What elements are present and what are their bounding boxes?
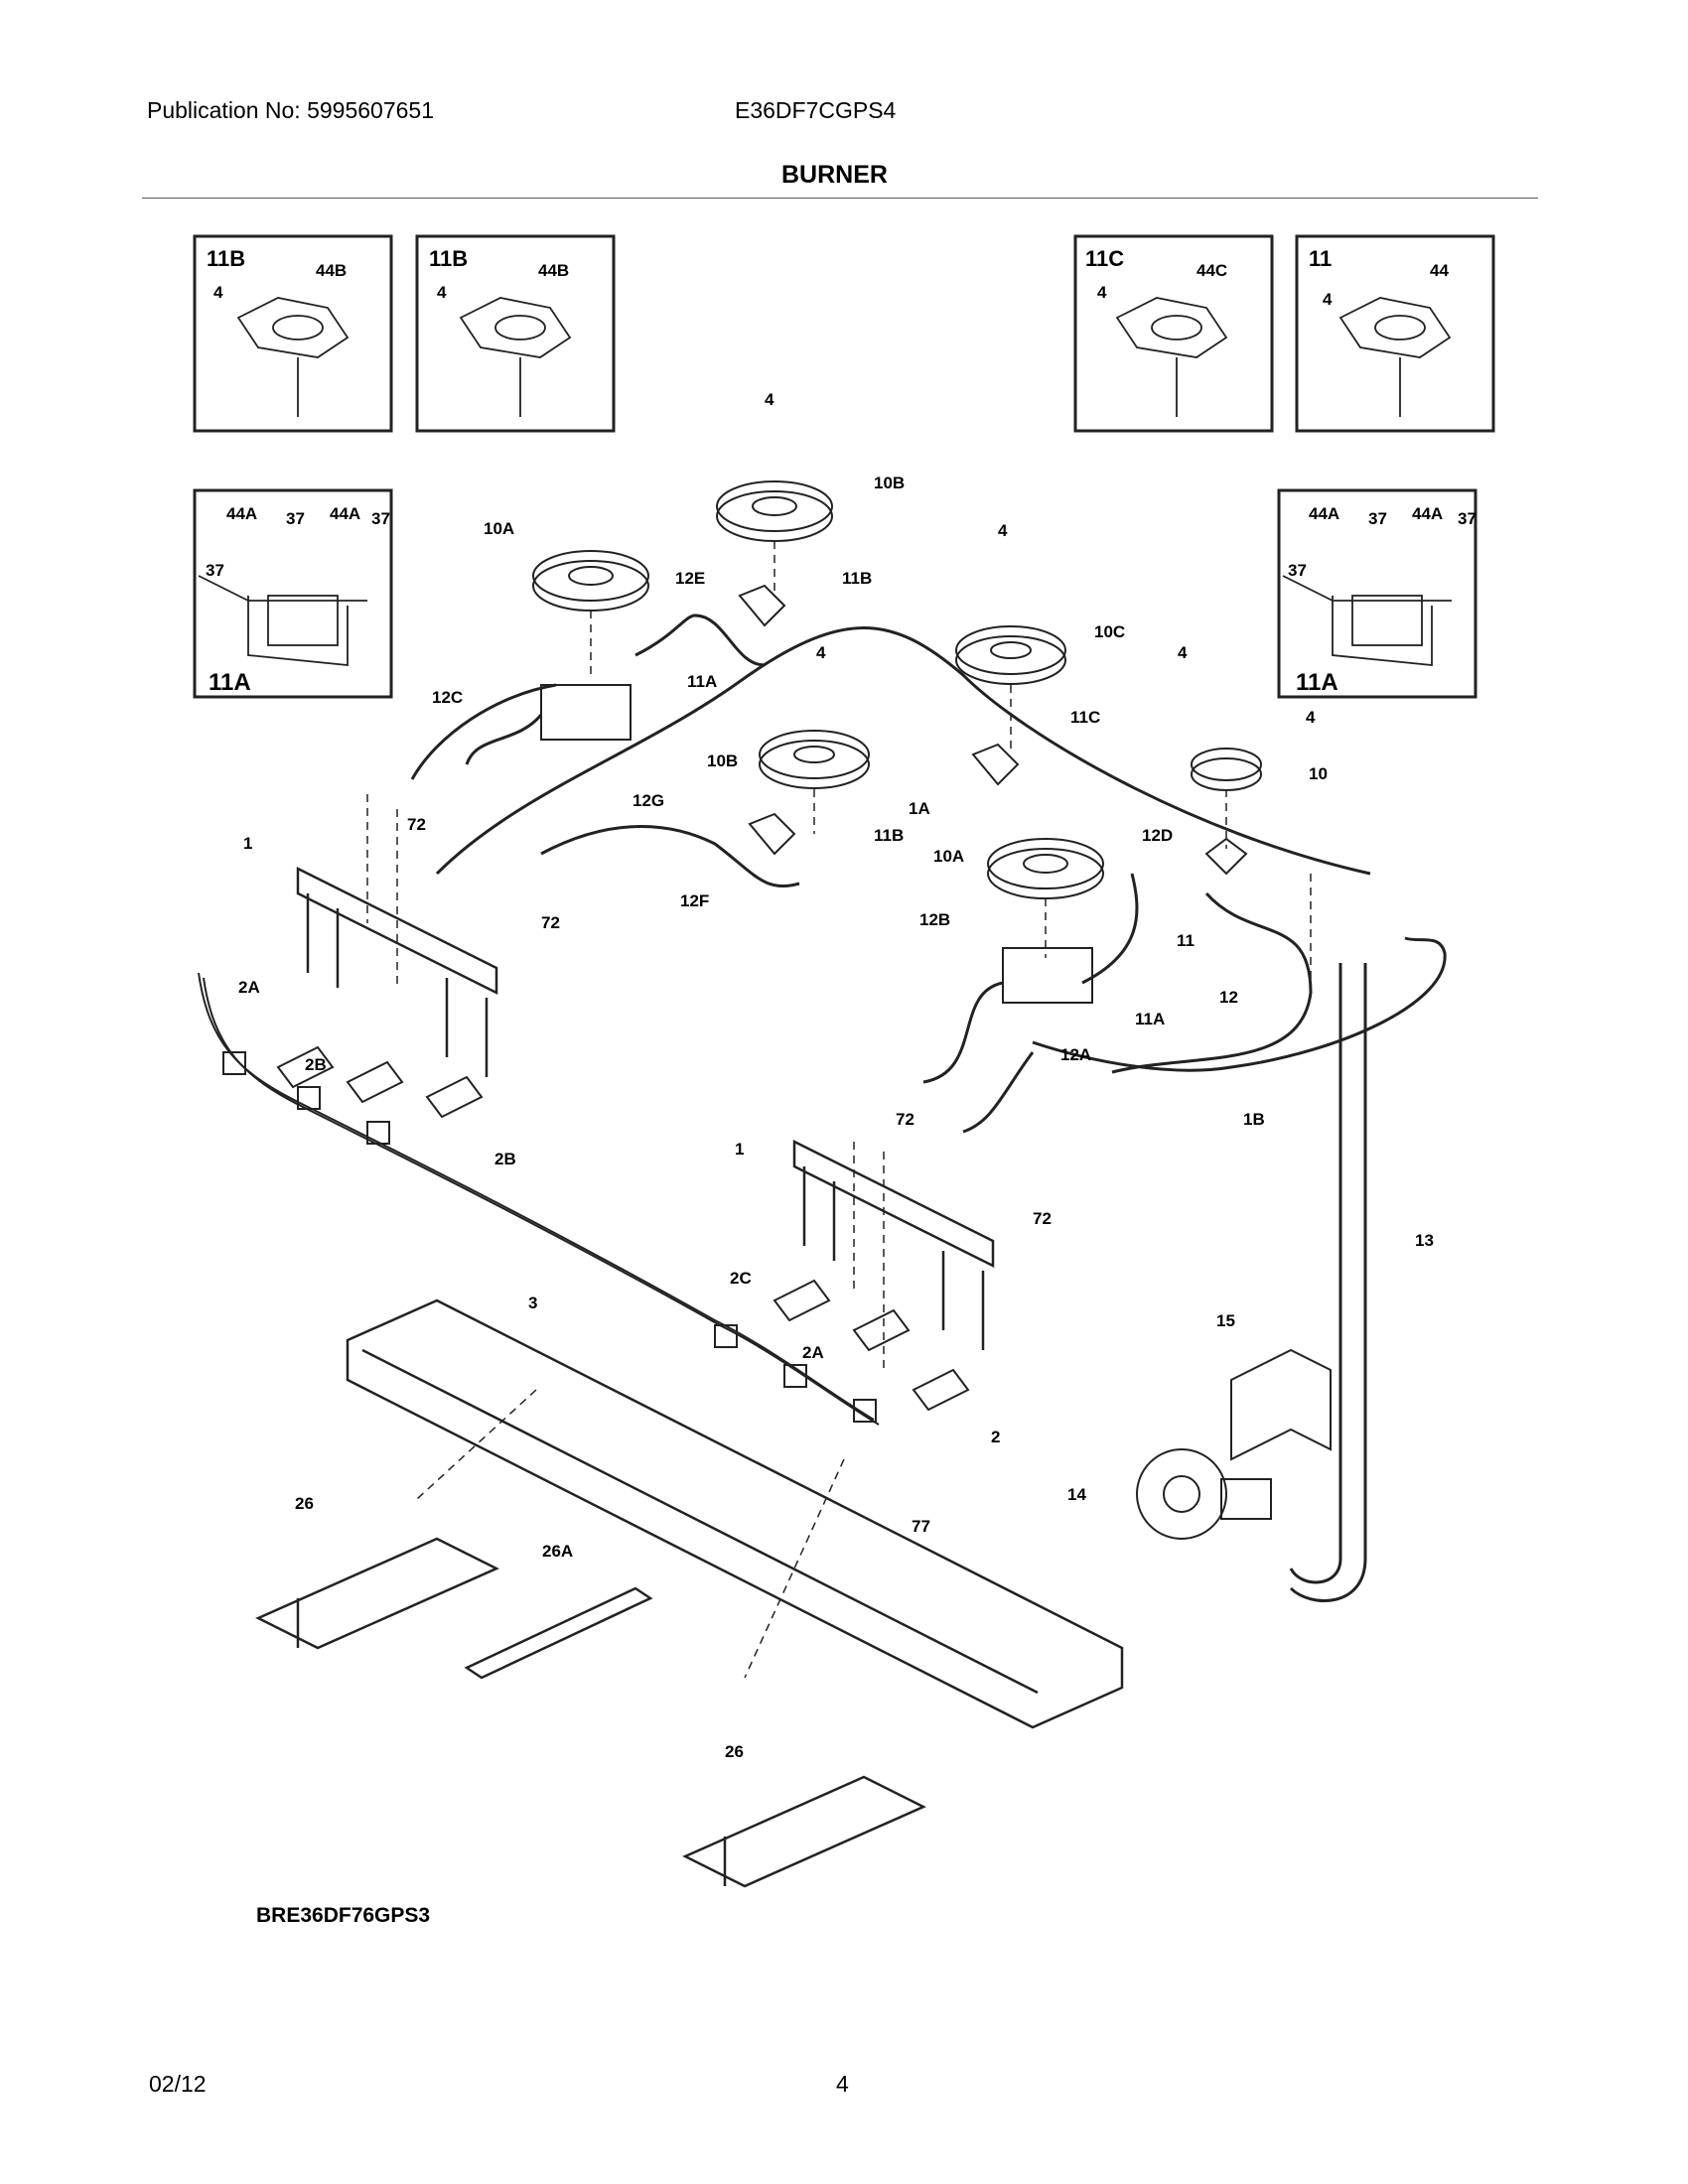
callout-label: 11A — [687, 672, 717, 691]
callout-label: 2A — [802, 1343, 824, 1362]
valves — [276, 1045, 970, 1412]
callout-label: 4 — [998, 521, 1008, 540]
callout-label: 4 — [1306, 708, 1316, 727]
inset-frame-11b-right — [415, 234, 616, 433]
callout-label: 13 — [1415, 1231, 1434, 1250]
burner-heads — [532, 480, 1262, 899]
heat-shield-26-left — [255, 1537, 499, 1650]
callout-label: 2B — [494, 1150, 516, 1168]
callout-label: 15 — [1216, 1311, 1235, 1330]
callout-label: 72 — [541, 913, 560, 932]
callout-label: 1 — [243, 834, 252, 853]
callout-label: 72 — [1033, 1209, 1052, 1228]
callout-label: 12 — [1219, 988, 1238, 1007]
inset-label: 37 — [206, 561, 224, 580]
callout-label: 12F — [680, 891, 709, 910]
callout-label: 4 — [1178, 643, 1188, 662]
inset-title: 11B — [207, 246, 245, 271]
inset-title: 11A — [1296, 669, 1338, 696]
inset-label: 37 — [1368, 509, 1387, 528]
wire-harness — [198, 972, 880, 1426]
callout-label: 11B — [874, 826, 904, 845]
inset-frame-11 — [1295, 234, 1495, 433]
callout-label: 2A — [238, 978, 260, 997]
heat-shield-26-right — [682, 1775, 926, 1888]
gas-tubes — [410, 614, 1447, 1134]
inset-label: 44 — [1430, 261, 1449, 280]
inset-frame-11a-right — [1277, 488, 1477, 699]
callout-label: 11B — [842, 569, 872, 588]
callout-label: 10C — [1094, 622, 1125, 641]
manifolds — [296, 866, 995, 1350]
callout-label: 2 — [991, 1428, 1000, 1446]
burner-bases — [540, 584, 1248, 1004]
inset-label: 44A — [330, 504, 360, 523]
inset-frame-11c — [1073, 234, 1274, 433]
callout-label: 72 — [896, 1110, 914, 1129]
inset-label: 44C — [1196, 261, 1227, 280]
callout-label: 11 — [1177, 931, 1195, 950]
inset-label: 44A — [1309, 504, 1339, 523]
callout-label: 12B — [919, 910, 950, 929]
callout-label: 72 — [407, 815, 426, 834]
callout-label: 26 — [295, 1494, 314, 1513]
inset-label: 37 — [1288, 561, 1307, 580]
inset-frame-11a-left — [193, 488, 393, 699]
callout-label: 11C — [1070, 708, 1100, 727]
callout-label: 14 — [1067, 1485, 1086, 1504]
publication-number: Publication No: 5995607651 — [147, 97, 435, 123]
callout-label: 12G — [633, 791, 664, 810]
front-support-77 — [346, 1298, 1124, 1729]
callout-label: 12A — [1060, 1045, 1091, 1064]
construction-lines — [366, 541, 1312, 1679]
inset-part-sketches — [198, 297, 1452, 666]
callout-label: 26 — [725, 1742, 744, 1761]
inset-label: 37 — [286, 509, 305, 528]
callout-label: 1A — [909, 799, 930, 818]
inset-label: 4 — [213, 283, 223, 302]
callout-label: 10A — [484, 519, 514, 538]
inset-label: 44A — [226, 504, 257, 523]
inset-label: 44B — [538, 261, 569, 280]
callout-label: 2C — [730, 1269, 752, 1288]
inset-label: 37 — [1458, 509, 1477, 528]
inset-label: 37 — [371, 509, 390, 528]
callout-label: 4 — [765, 390, 774, 409]
inset-label: 44B — [316, 261, 347, 280]
header-divider — [142, 198, 1538, 199]
inset-frame-11b-left — [193, 234, 393, 433]
inset-title: 11C — [1085, 246, 1124, 271]
diagram-id: BRE36DF76GPS3 — [256, 1904, 431, 1927]
model-number: E36DF7CGPS4 — [735, 97, 897, 123]
inset-label: 44A — [1412, 504, 1443, 523]
regulator — [1136, 1348, 1332, 1540]
inset-title: 11A — [209, 669, 251, 696]
callout-label: 10 — [1309, 764, 1328, 783]
callout-label: 1B — [1243, 1110, 1265, 1129]
inset-label: 4 — [1097, 283, 1107, 302]
page-number: 4 — [836, 2071, 849, 2097]
callout-label: 11A — [1135, 1010, 1165, 1028]
page-title: BURNER — [781, 161, 888, 189]
callout-label: 12E — [675, 569, 705, 588]
callout-label: 3 — [528, 1294, 537, 1312]
callout-label: 12D — [1142, 826, 1173, 845]
callout-label: 26A — [542, 1542, 573, 1561]
callout-label: 1 — [735, 1140, 744, 1159]
callout-label: 77 — [912, 1517, 930, 1536]
callout-label: 10B — [707, 751, 738, 770]
footer-date: 02/12 — [149, 2071, 207, 2097]
inset-label: 4 — [437, 283, 447, 302]
callout-label: 10B — [874, 474, 905, 492]
pipe-13 — [1289, 963, 1367, 1602]
inset-title: 11 — [1309, 246, 1332, 271]
callout-label: 12C — [432, 688, 463, 707]
inset-label: 4 — [1323, 290, 1333, 309]
callout-label: 4 — [816, 643, 826, 662]
inset-title: 11B — [429, 246, 468, 271]
callout-label: 10A — [933, 847, 964, 866]
heat-shield-26a — [464, 1586, 653, 1680]
callout-label: 2B — [305, 1055, 327, 1074]
